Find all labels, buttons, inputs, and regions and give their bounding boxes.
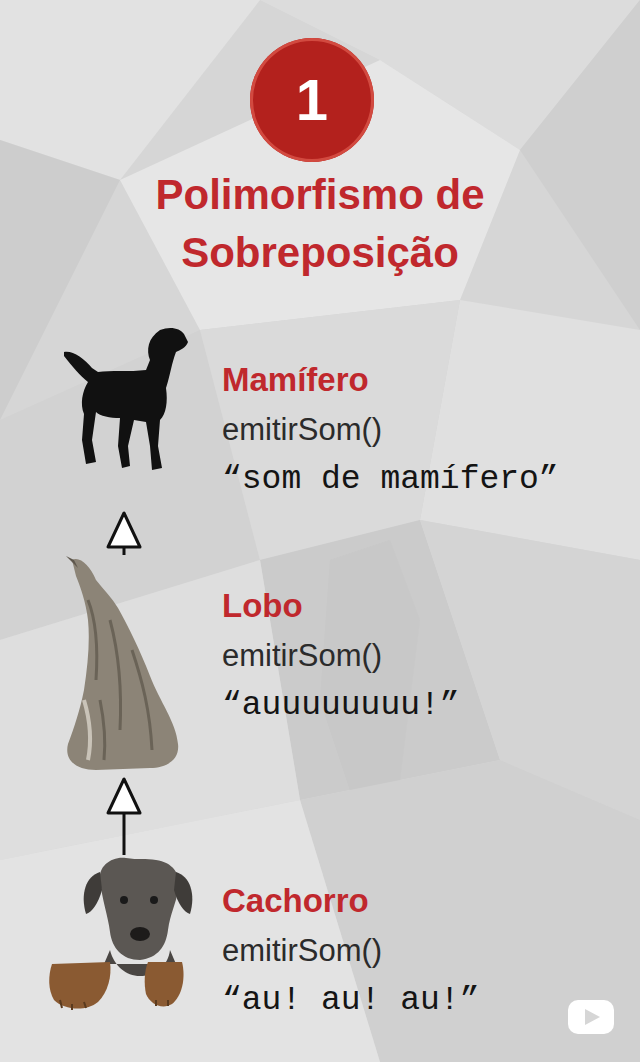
class-node: MamíferoemitirSom()“som de mamífero”: [50, 325, 630, 509]
method-output: “auuuuuuuu!”: [222, 681, 632, 731]
class-node: LoboemitirSom()“auuuuuuuu!”: [50, 555, 630, 775]
video-icon: [568, 1000, 614, 1034]
callout-number: 1: [296, 68, 328, 132]
inheritance-arrow: [108, 513, 140, 555]
method-name: emitirSom(): [222, 926, 632, 976]
class-text-column: CachorroemitirSom()“au! au! au!”: [222, 876, 632, 1026]
arrow-head: [108, 779, 140, 813]
class-text-column: MamíferoemitirSom()“som de mamífero”: [222, 355, 632, 505]
method-output: “som de mamífero”: [222, 455, 632, 505]
puppy: [49, 858, 192, 1010]
method-output: “au! au! au!”: [222, 976, 632, 1026]
dog-silhouette: [64, 328, 188, 470]
arrow-line: [123, 813, 126, 855]
method-name: emitirSom(): [222, 631, 632, 681]
inheritance-arrow: [108, 779, 140, 855]
howling-wolf: [66, 556, 178, 770]
class-node: CachorroemitirSom()“au! au! au!”: [50, 855, 630, 1030]
class-name: Cachorro: [222, 876, 632, 926]
diagram-title: Polimorfismo de Sobreposição: [90, 166, 550, 282]
class-name: Lobo: [222, 581, 632, 631]
number-badge: 1: [250, 38, 374, 162]
class-text-column: LoboemitirSom()“auuuuuuuu!”: [222, 581, 632, 731]
class-name: Mamífero: [222, 355, 632, 405]
arrow-head: [108, 513, 140, 547]
method-name: emitirSom(): [222, 405, 632, 455]
